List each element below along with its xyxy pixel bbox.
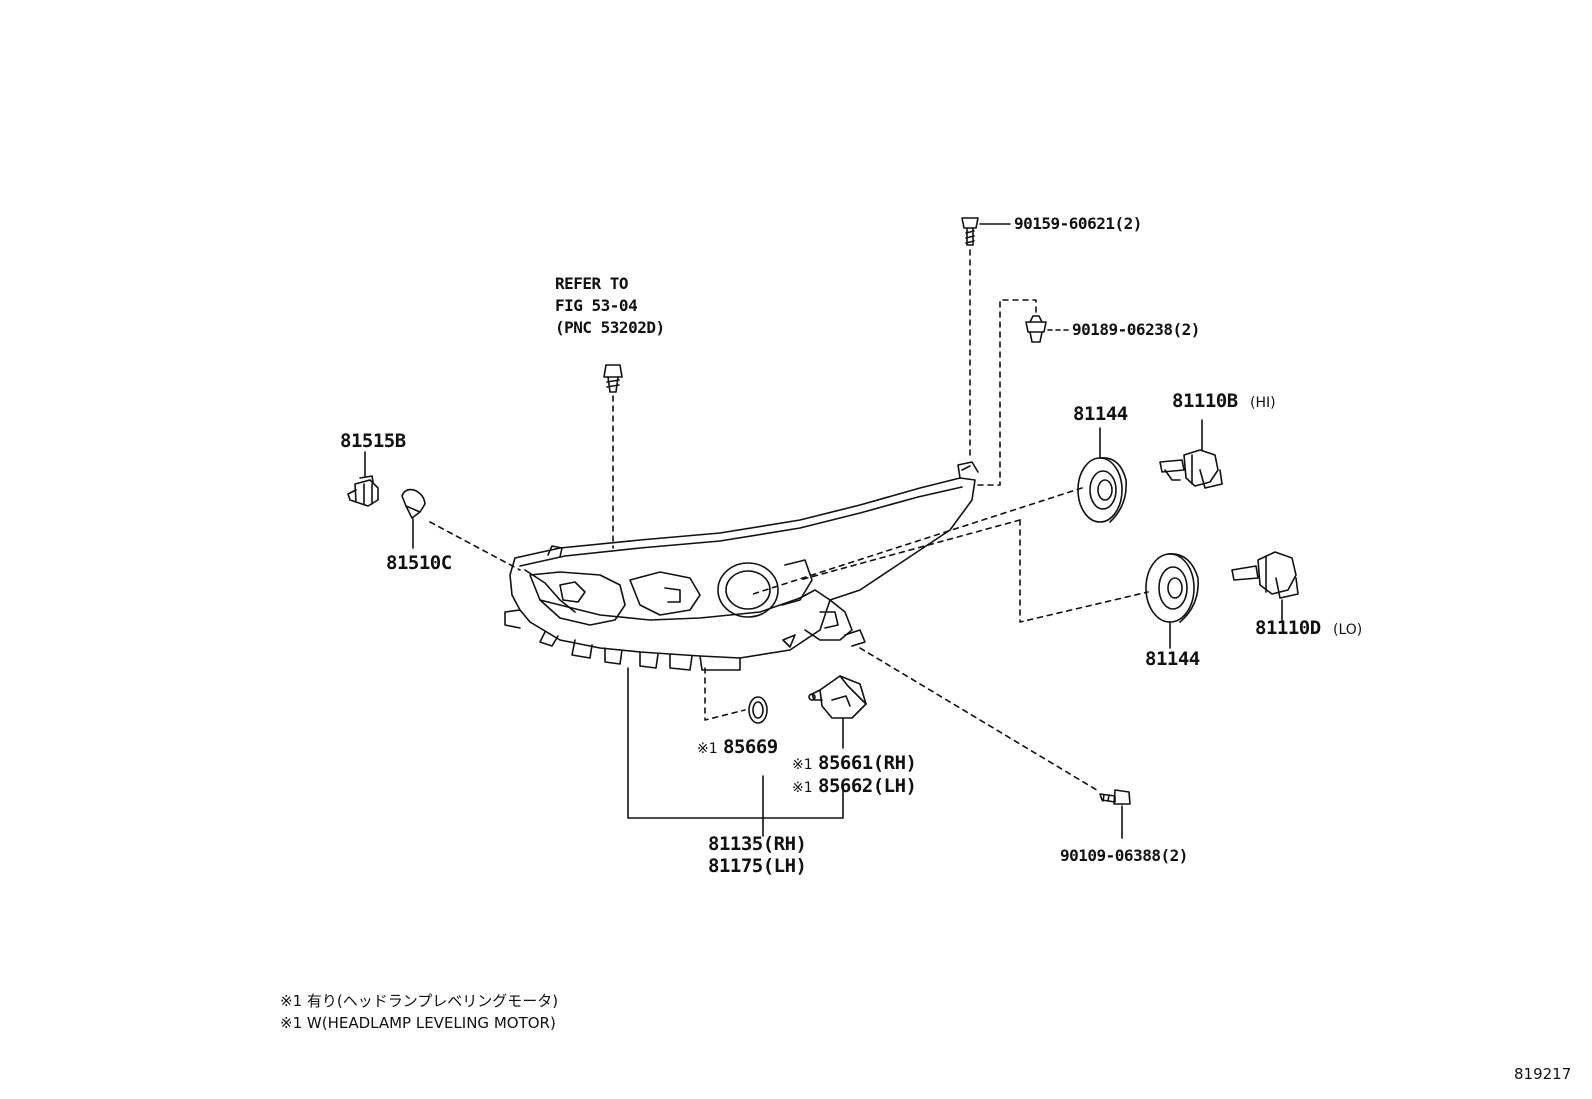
label-81144-bottom: 81144 [1145,648,1200,670]
label-81110b: 81110B [1172,390,1238,412]
bolt-refer-icon [603,364,623,393]
socket-81515b-icon [347,475,379,507]
label-85662: 85662(LH) [818,775,917,797]
label-90109: 90109-06388(2) [1060,846,1188,865]
cap-81144-top-icon [1077,457,1127,523]
bulb-81110b-icon [1159,449,1223,489]
leveling-motor-icon [808,675,867,719]
label-85669: 85669 [723,736,778,758]
label-81144-top: 81144 [1073,403,1128,425]
label-refer-line3: (PNC 53202D) [555,318,665,337]
mark-85662: ※1 [792,780,813,796]
mark-85669: ※1 [697,741,718,757]
label-81175: 81175(LH) [708,855,807,877]
footnote-english: ※1 W(HEADLAMP LEVELING MOTOR) [280,1014,556,1032]
bulb-81510c-icon [401,488,426,519]
label-85661: 85661(RH) [818,752,917,774]
dashed-81144-link [1019,519,1149,623]
bulb-81110d-icon [1231,551,1299,599]
dashed-85669 [704,667,746,721]
dashed-90189 [974,299,1037,486]
label-refer-line2: FIG 53-04 [555,296,638,315]
label-refer-line1: REFER TO [555,274,629,293]
label-81510c: 81510C [386,552,452,574]
oring-85669-icon [748,696,768,724]
screw-90109-icon [1099,789,1131,805]
assembly-bracket [627,667,844,819]
label-90159: 90159-60621(2) [1014,214,1142,233]
label-81110b-hi: (HI) [1250,395,1276,411]
footnote-japanese: ※1 有り(ヘッドランプレベリングモータ) [280,992,559,1010]
dashed-81144-top [749,487,1083,596]
label-81110d-lo: (LO) [1333,622,1363,638]
dashed-81510c [429,521,521,571]
headlamp-housing [504,461,979,671]
label-81110d: 81110D [1255,617,1321,639]
screw-90159-icon [961,217,979,246]
label-81515b: 81515B [340,430,406,452]
clip-90189-icon [1025,315,1047,343]
label-90189: 90189-06238(2) [1072,320,1200,339]
cap-81144-bottom-icon [1145,553,1199,623]
mark-85661: ※1 [792,757,813,773]
dashed-90109 [859,647,1101,793]
diagram-code: 819217 [1514,1065,1572,1083]
dashed-81144-link2 [799,519,1021,581]
label-81135: 81135(RH) [708,833,807,855]
